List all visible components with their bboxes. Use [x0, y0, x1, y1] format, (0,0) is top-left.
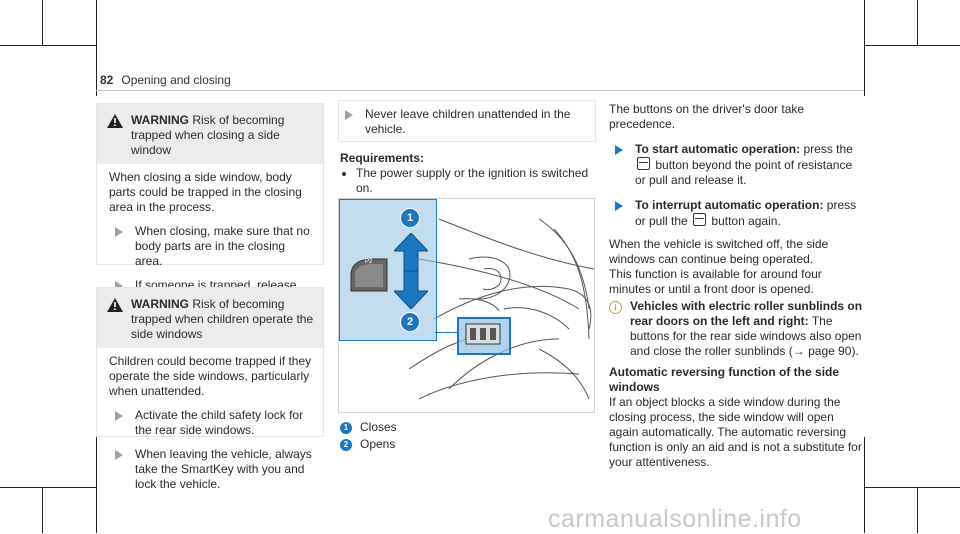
legend-number: 2 [340, 438, 352, 451]
switch-label: P2 [365, 259, 373, 265]
header-rule [96, 90, 864, 91]
requirements: Requirements: The power supply or the ig… [340, 151, 590, 196]
intro-text: The buttons on the driver's door take pr… [609, 102, 805, 131]
crop-mark [864, 0, 865, 96]
warning-body: Children could become trapped if they op… [109, 354, 312, 398]
crop-mark [96, 437, 97, 533]
step-arrow-icon [115, 450, 123, 460]
step-item: When leaving the vehicle, always take th… [109, 447, 313, 492]
step-item: Activate the child safety lock for the r… [109, 408, 313, 438]
page-number: 82 [100, 73, 114, 87]
crop-mark [864, 487, 960, 488]
callout-1: 1 [400, 208, 420, 228]
page-header: 82 Opening and closing [100, 73, 231, 87]
crop-mark [864, 437, 865, 533]
step-item: To start automatic operation: press the … [609, 142, 864, 188]
window-button-icon [637, 157, 650, 170]
warning-label: WARNING [131, 297, 189, 311]
window-button-icon [693, 213, 707, 226]
switch-callout-line [435, 332, 457, 333]
note-box: Never leave children unattended in the v… [338, 100, 596, 142]
info-icon: i [609, 301, 622, 314]
crop-mark [0, 45, 96, 46]
step-arrow-icon [345, 110, 353, 120]
warning-label: WARNING [131, 113, 189, 127]
crop-mark [864, 45, 960, 46]
button-group-highlight [457, 317, 511, 355]
requirements-heading: Requirements: [340, 151, 425, 165]
info-note: i Vehicles with electric roller sunblind… [609, 299, 864, 359]
step-arrow-icon [115, 411, 123, 421]
warning-triangle-icon [107, 114, 123, 128]
section-heading: Automatic reversing function of the side… [609, 365, 840, 394]
warning-box-1: WARNING Risk of becoming trapped when cl… [96, 103, 324, 337]
step-arrow-icon [115, 227, 123, 237]
watermark: carmanualsonline.info [548, 505, 802, 533]
door-buttons-icon [465, 323, 501, 345]
crop-mark [96, 0, 97, 96]
section-title: Opening and closing [121, 73, 231, 87]
crop-mark [42, 0, 43, 46]
door-panel-figure: P2 1 2 [338, 198, 595, 413]
callout-2: 2 [400, 312, 420, 332]
warning-header: WARNING Risk of becoming trapped when ch… [97, 288, 323, 348]
right-column: The buttons on the driver's door take pr… [609, 102, 864, 470]
step-item: Never leave children unattended in the v… [339, 107, 595, 137]
step-arrow-icon [615, 201, 623, 211]
arrow-down-icon [394, 271, 428, 309]
crop-mark [42, 487, 43, 533]
crop-mark [917, 0, 918, 46]
step-arrow-icon [115, 281, 123, 291]
warning-box-2: WARNING Risk of becoming trapped when ch… [96, 287, 324, 491]
warning-title: Risk of becoming trapped when children o… [131, 297, 314, 341]
bullet-icon [342, 172, 346, 176]
step-item: To interrupt automatic operation: press … [609, 198, 864, 229]
paragraph: When the vehicle is switched off, the si… [609, 237, 829, 266]
legend-number: 1 [340, 421, 352, 434]
crop-mark [917, 487, 918, 533]
crop-mark [0, 487, 96, 488]
paragraph: If an object blocks a side window during… [609, 395, 862, 469]
warning-title: Risk of becoming trapped when closing a … [131, 113, 285, 157]
requirement-item: The power supply or the ignition is swit… [340, 166, 590, 196]
paragraph: This function is available for around fo… [609, 267, 822, 296]
step-arrow-icon [615, 145, 623, 155]
warning-body: When closing a side window, body parts c… [109, 170, 302, 214]
window-switch-icon [350, 258, 388, 292]
arrow-up-icon [394, 233, 428, 271]
warning-header: WARNING Risk of becoming trapped when cl… [97, 104, 323, 164]
step-item: When closing, make sure that no body par… [109, 224, 313, 269]
warning-triangle-icon [107, 298, 123, 312]
